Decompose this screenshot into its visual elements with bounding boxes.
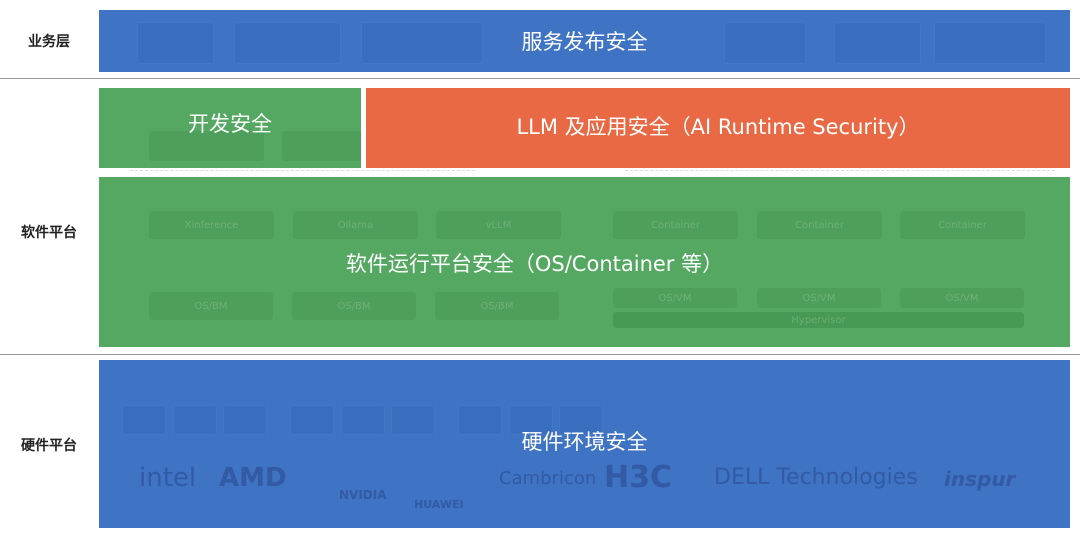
background-box: Xinference	[149, 211, 274, 239]
background-box: OS/VM	[613, 288, 737, 308]
background-box: Ollama	[293, 211, 418, 239]
label-hardware-platform: 硬件平台	[21, 438, 77, 454]
background-box	[282, 131, 361, 161]
background-box	[458, 405, 502, 435]
intel-logo: intel	[139, 463, 197, 493]
hardware-env-security-layer: intel AMD NVIDIA HUAWEI Cambricon H3C DE…	[99, 360, 1070, 528]
service-release-security-layer: 服务发布安全	[99, 10, 1070, 72]
huawei-logo: HUAWEI	[414, 498, 464, 511]
background-box: OS/BM	[435, 292, 559, 320]
background-box	[509, 405, 553, 435]
background-box	[834, 22, 921, 64]
background-box	[290, 405, 334, 435]
background-box	[173, 405, 217, 435]
h3c-logo: H3C	[604, 460, 672, 495]
runtime-platform-security-layer: Xinference Ollama vLLM Container Contain…	[99, 177, 1070, 347]
background-box	[234, 22, 341, 64]
llm-app-security-layer: LLM 及应用安全（AI Runtime Security）	[366, 88, 1070, 168]
layer-title: 服务发布安全	[521, 30, 648, 54]
nvidia-logo: NVIDIA	[339, 488, 387, 502]
background-box	[361, 22, 483, 64]
background-box: Container	[757, 211, 882, 239]
dell-logo: DELL Technologies	[714, 465, 918, 490]
background-box	[559, 405, 603, 435]
background-box: Container	[900, 211, 1025, 239]
background-box: OS/VM	[900, 288, 1024, 308]
background-box: vLLM	[436, 211, 561, 239]
label-software-platform: 软件平台	[21, 225, 77, 241]
dashed-line	[625, 170, 1055, 171]
inspur-logo: inspur	[944, 467, 1016, 491]
layer-title: 软件运行平台安全（OS/Container 等）	[345, 252, 724, 276]
background-box	[341, 405, 385, 435]
divider	[0, 78, 1080, 79]
divider	[0, 354, 1080, 355]
background-box	[137, 22, 214, 64]
dashed-line	[130, 170, 475, 171]
background-box	[149, 131, 264, 161]
label-business-layer: 业务层	[28, 34, 70, 50]
cambricon-logo: Cambricon	[499, 468, 597, 489]
layer-title: LLM 及应用安全（AI Runtime Security）	[516, 115, 920, 139]
amd-logo: AMD	[219, 463, 287, 493]
background-box	[122, 405, 166, 435]
layer-title: 硬件环境安全	[521, 430, 648, 454]
background-box	[391, 405, 435, 435]
background-box	[724, 22, 806, 64]
background-box: OS/VM	[757, 288, 881, 308]
background-box	[223, 405, 267, 435]
background-box: Container	[613, 211, 738, 239]
dev-security-layer: 开发安全	[99, 88, 361, 168]
background-box: OS/BM	[292, 292, 416, 320]
background-box: OS/BM	[149, 292, 273, 320]
background-box	[934, 22, 1046, 64]
layer-title: 开发安全	[188, 112, 272, 136]
background-box: Hypervisor	[613, 312, 1024, 328]
